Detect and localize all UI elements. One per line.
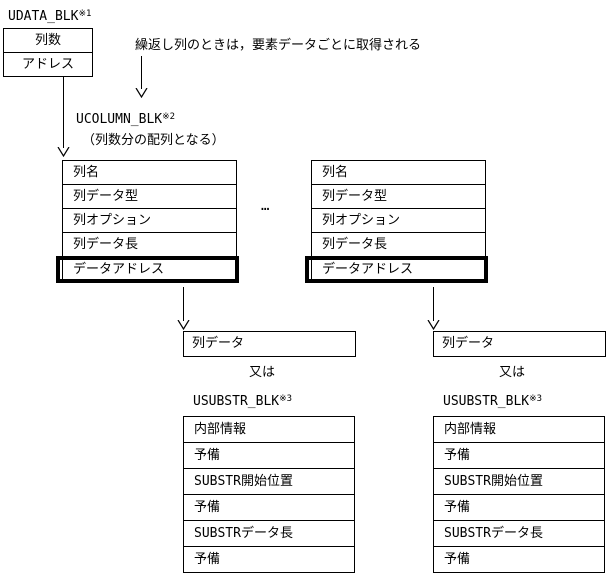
usubstr-left-row-reserved3: 予備 (194, 552, 221, 567)
usubstr-left-row-datalength: SUBSTRデータ長 (184, 521, 354, 547)
usubstr-blk-label-right: USUBSTR_BLK※3 (443, 392, 542, 409)
ucolumn-right-row-datatype: 列データ型 (312, 185, 485, 209)
usubstr-right-label-text: USUBSTR_BLK (443, 394, 530, 409)
coldata-box-left: 列データ (183, 331, 356, 357)
usubstr-left-row-reserved2: 予備 (184, 495, 354, 521)
usubstr-right-row-datalength: SUBSTRデータ長 (434, 521, 604, 547)
ucolumn-right-row-option: 列オプション (312, 209, 485, 233)
ucolumn-array-note: （列数分の配列となる） (82, 133, 225, 148)
ellipsis-between-tables: … (261, 198, 273, 214)
usubstr-left-row-reserved1: 予備 (184, 443, 354, 469)
or-label-right: 又は (499, 365, 526, 380)
udata-blk-box: 列数 アドレス (3, 28, 93, 77)
usubstr-left-row-internal: 内部情報 (184, 417, 354, 443)
ucolumn-left-row-datatype: 列データ型 (63, 185, 236, 209)
usubstr-right-row-internal: 内部情報 (434, 417, 604, 443)
usubstr-left-note-ref: ※3 (279, 394, 293, 404)
ucolumn-left-row-option: 列オプション (63, 209, 236, 233)
usubstr-right-note-ref: ※3 (529, 394, 543, 404)
usubstr-table-right: 内部情報 予備 SUBSTR開始位置 予備 SUBSTRデータ長 予備 (433, 416, 605, 573)
usubstr-right-row-reserved2: 予備 (434, 495, 604, 521)
ucolumn-table-left: 列名 列データ型 列オプション 列データ長 データアドレス (56, 160, 239, 283)
ucolumn-right-row-name: 列名 (312, 161, 485, 185)
ucolumn-right-row-datalength: 列データ長 (322, 237, 388, 252)
ucolumn-left-row-name: 列名 (63, 161, 236, 185)
right-dataaddress-arrow-icon (427, 287, 440, 330)
left-dataaddress-arrow-icon (177, 287, 190, 330)
udata-blk-note-ref: ※1 (78, 9, 92, 19)
udata-blk-label-text: UDATA_BLK (8, 9, 79, 24)
udata-blk-label: UDATA_BLK※1 (8, 7, 91, 24)
usubstr-left-label-text: USUBSTR_BLK (193, 394, 280, 409)
annotation-arrow-down-icon (135, 56, 148, 98)
coldata-box-right: 列データ (433, 331, 606, 357)
usubstr-right-row-reserved1: 予備 (434, 443, 604, 469)
usubstr-left-row-startpos: SUBSTR開始位置 (184, 469, 354, 495)
ucolumn-blk-label: UCOLUMN_BLK※2 (76, 110, 175, 127)
ucolumn-blk-label-text: UCOLUMN_BLK (76, 112, 163, 127)
annotation-text: 繰返し列のときは，要素データごとに取得される (135, 38, 422, 53)
ucolumn-right-row-dataaddress: データアドレス (305, 256, 488, 283)
ucolumn-table-right: 列名 列データ型 列オプション 列データ長 データアドレス (305, 160, 488, 283)
udata-row-address: アドレス (21, 57, 74, 72)
udata-to-ucolumn-arrow-icon (57, 77, 70, 157)
usubstr-table-left: 内部情報 予備 SUBSTR開始位置 予備 SUBSTRデータ長 予備 (183, 416, 355, 573)
ucolumn-left-row-datalength: 列データ長 (73, 237, 139, 252)
usubstr-right-row-startpos: SUBSTR開始位置 (434, 469, 604, 495)
udata-row-column-count: 列数 (4, 29, 92, 53)
usubstr-right-row-reserved3: 予備 (444, 552, 471, 567)
ucolumn-left-row-dataaddress: データアドレス (56, 256, 239, 283)
ucolumn-blk-note-ref: ※2 (162, 112, 176, 122)
or-label-left: 又は (249, 365, 276, 380)
usubstr-blk-label-left: USUBSTR_BLK※3 (193, 392, 292, 409)
